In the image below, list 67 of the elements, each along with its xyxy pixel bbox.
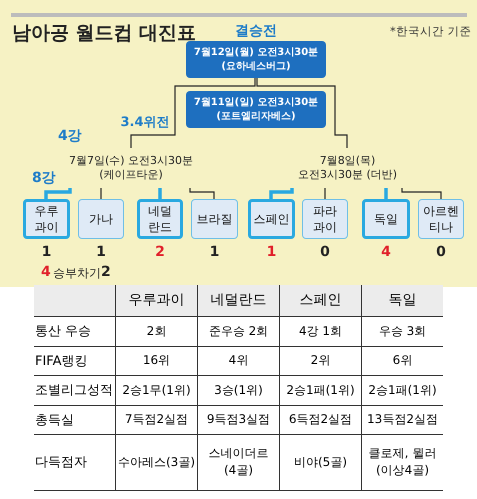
score: 1 bbox=[266, 244, 278, 260]
table-cell: 준우승 2회 bbox=[198, 316, 280, 346]
column-header: 우루과이 bbox=[116, 285, 198, 316]
bracket-line bbox=[44, 188, 72, 199]
match-box: 7월12일(월) 오전3시30분 (요하네스버그) bbox=[186, 41, 326, 78]
team-box: 스페인 bbox=[248, 199, 295, 239]
bracket-line bbox=[158, 188, 162, 199]
bracket-line bbox=[324, 188, 326, 199]
table-cell: 2승1무(1위) bbox=[116, 375, 198, 405]
round-label: 8강 bbox=[32, 169, 56, 187]
team-box: 아르헨티나 bbox=[418, 199, 464, 239]
row-header: 다득점자 bbox=[34, 434, 116, 490]
score: 4 bbox=[41, 264, 51, 280]
table-cell: 13득점2실점 bbox=[362, 405, 443, 434]
row-header: 통산 우승 bbox=[34, 316, 116, 346]
bracket-line bbox=[100, 188, 102, 199]
table-cell: 2회 bbox=[116, 316, 198, 346]
note: *한국시간 기준 bbox=[390, 24, 472, 39]
score: 1 bbox=[95, 244, 107, 260]
shootout-label: 승부차기 bbox=[53, 265, 101, 282]
table-cell: 2승1패(1위) bbox=[362, 375, 443, 405]
row-header: 조별리그성적 bbox=[34, 375, 116, 405]
table-cell: 클로제, 뮐러 (이상4골) bbox=[362, 434, 443, 490]
table-cell: 2위 bbox=[280, 346, 362, 375]
team-box: 가나 bbox=[78, 199, 124, 239]
round-label: 결승전 bbox=[234, 22, 278, 40]
score: 0 bbox=[319, 244, 331, 260]
team-box: 네덜란드 bbox=[137, 199, 183, 239]
table-cell: 16위 bbox=[116, 346, 198, 375]
team-box: 브라질 bbox=[191, 199, 238, 239]
row-header: FIFA랭킹 bbox=[34, 346, 116, 375]
score: 1 bbox=[208, 244, 220, 260]
score: 2 bbox=[101, 264, 111, 280]
bracket-line bbox=[269, 188, 294, 199]
table-cell: 6위 bbox=[362, 346, 443, 375]
round-label: 3.4위전 bbox=[119, 114, 171, 131]
team-box: 파라과이 bbox=[302, 199, 348, 239]
table-cell: 우승 3회 bbox=[362, 316, 443, 346]
round-label: 4강 bbox=[58, 127, 82, 145]
match-box: 7월11일(일) 오전3시30분 (포트엘리자베스) bbox=[186, 91, 326, 128]
table-cell: 6득점2실점 bbox=[280, 405, 362, 434]
table-cell: 비야(5골) bbox=[280, 434, 362, 490]
bracket-line bbox=[384, 188, 388, 199]
column-header: 네덜란드 bbox=[198, 285, 280, 316]
table-cell: 스네이더르 (4골) bbox=[198, 434, 280, 490]
bracket-line bbox=[256, 78, 348, 148]
bracket-line bbox=[130, 78, 256, 148]
score: 1 bbox=[40, 244, 52, 260]
table-cell: 2승1패(1위) bbox=[280, 375, 362, 405]
match-info: 7월8일(목) 오전3시30분 (더반) bbox=[285, 148, 410, 188]
table-cell: 3승(1위) bbox=[198, 375, 280, 405]
table-cell: 9득점3실점 bbox=[198, 405, 280, 434]
table-cell: 4위 bbox=[198, 346, 280, 375]
table-cell: 수아레스(3골) bbox=[116, 434, 198, 490]
score: 4 bbox=[380, 244, 392, 260]
bracket-line bbox=[189, 188, 215, 199]
match-info: 7월7일(수) 오전3시30분 (케이프타운) bbox=[62, 148, 200, 188]
bracket-line bbox=[401, 188, 442, 199]
column-header: 독일 bbox=[362, 285, 443, 316]
score: 2 bbox=[154, 244, 166, 260]
team-box: 우루과이 bbox=[23, 199, 70, 239]
table-cell: 4강 1회 bbox=[280, 316, 362, 346]
table-cell: 7득점2실점 bbox=[116, 405, 198, 434]
row-header: 총득실 bbox=[34, 405, 116, 434]
team-box: 독일 bbox=[362, 199, 410, 239]
score: 0 bbox=[435, 244, 447, 260]
column-header: 스페인 bbox=[280, 285, 362, 316]
